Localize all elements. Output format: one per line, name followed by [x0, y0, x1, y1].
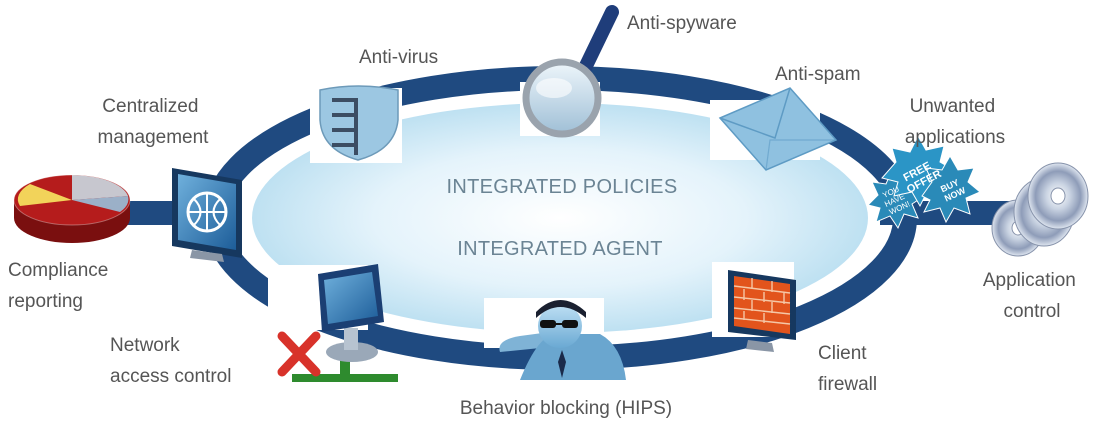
label-behavior-blocking: Behavior blocking (HIPS) — [460, 398, 672, 419]
label-application-control: Application control — [983, 270, 1081, 322]
center-label-agent: INTEGRATED AGENT — [457, 238, 663, 260]
firewall-monitor-icon — [728, 270, 796, 352]
center-label-policies: INTEGRATED POLICIES — [447, 176, 678, 198]
shield-icon — [319, 85, 399, 161]
envelope-icon — [718, 87, 838, 171]
label-anti-spam: Anti-spam — [775, 64, 861, 85]
discs-icon — [991, 162, 1089, 257]
computer-blocked-icon — [277, 264, 398, 382]
label-centralized-management: Centralized management — [98, 96, 210, 148]
label-client-firewall: Client firewall — [818, 343, 877, 395]
monitor-icon — [172, 168, 242, 262]
label-network-access-control: Network access control — [110, 335, 231, 387]
label-unwanted-applications: Unwanted applications — [905, 96, 1005, 148]
label-anti-spyware: Anti-spyware — [627, 13, 737, 34]
label-compliance-reporting: Compliance reporting — [8, 260, 114, 312]
magnifier-icon — [522, 5, 619, 138]
starburst-badges-icon: YOU HAVE WON! FREE OFFER BUY NOW — [867, 134, 981, 230]
pie-chart-icon — [13, 174, 131, 243]
label-anti-virus: Anti-virus — [359, 47, 438, 68]
badge-you-have-won: YOU HAVE WON! — [879, 183, 912, 217]
spy-agent-icon — [499, 300, 626, 380]
